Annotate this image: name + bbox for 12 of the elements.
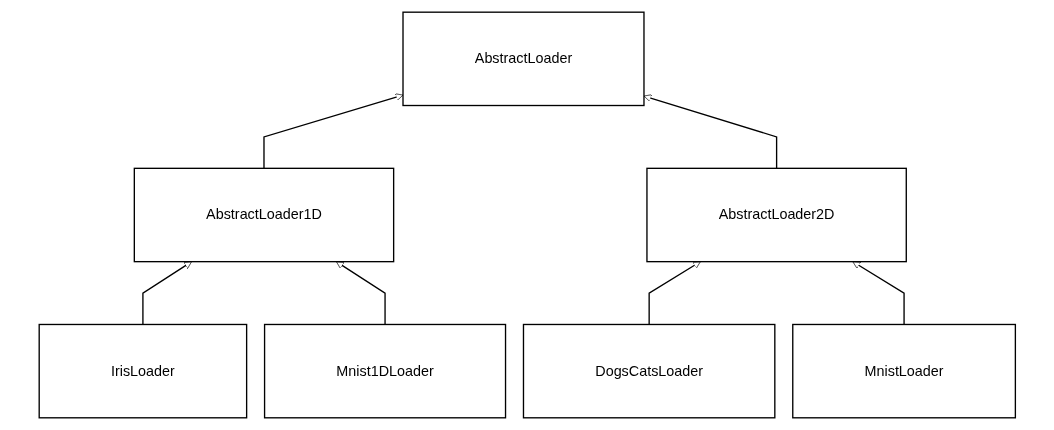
arrow bbox=[852, 261, 905, 326]
node-box: Mnist1DLoader bbox=[263, 323, 506, 419]
node-box: AbstractLoader1D bbox=[133, 167, 395, 263]
arrow bbox=[643, 94, 777, 169]
node-box: MnistLoader bbox=[791, 323, 1016, 419]
arrow bbox=[648, 261, 701, 326]
node-box: AbstractLoader2D bbox=[646, 167, 907, 263]
node-box: AbstractLoader bbox=[402, 11, 645, 107]
arrow bbox=[141, 261, 192, 326]
arrow bbox=[335, 261, 386, 326]
node-box: DogsCatsLoader bbox=[522, 323, 776, 419]
node-box: IrisLoader bbox=[38, 323, 248, 419]
